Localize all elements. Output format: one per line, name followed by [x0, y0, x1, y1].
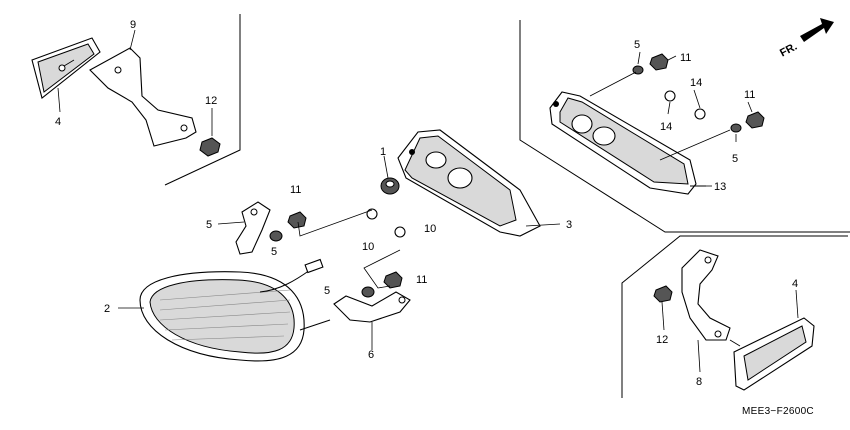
callout-10-b: 10: [424, 223, 436, 235]
grommet-1: [380, 177, 400, 195]
callout-13: 13: [714, 181, 726, 193]
panel-frames: [164, 14, 850, 398]
bracket-8-right: [681, 249, 731, 341]
leaders-top-left: [57, 29, 213, 136]
leaders-center: [118, 155, 561, 350]
callout-14-a: 14: [690, 77, 702, 89]
leaders-right: [589, 51, 753, 187]
callout-8: 8: [696, 376, 702, 388]
callout-11-c: 11: [680, 52, 691, 64]
front-arrow-icon: FR.: [778, 18, 834, 60]
callout-4-right: 4: [792, 278, 798, 290]
callout-12-left: 12: [205, 95, 217, 107]
drawing-code: MEE3−F2600C: [742, 406, 814, 417]
callout-2: 2: [104, 303, 110, 315]
bracket-9-left: [89, 47, 197, 147]
callout-1: 1: [380, 146, 386, 158]
callout-10-a: 10: [362, 241, 374, 253]
fasteners-center: [269, 208, 406, 298]
reflector-4-left: [31, 37, 101, 99]
callout-9: 9: [130, 19, 136, 31]
callout-14-b: 14: [660, 121, 672, 133]
callout-4-left: 4: [55, 116, 61, 128]
tail-light-lens-2: [139, 258, 331, 362]
leaders-bottom-right: [661, 289, 799, 373]
callout-5-c: 5: [634, 39, 640, 51]
callout-5-a: 5: [271, 246, 277, 258]
tail-light-housing-right: [549, 91, 706, 195]
callout-5-d: 5: [732, 153, 738, 165]
callout-3: 3: [566, 219, 572, 231]
front-marker-label: FR.: [778, 41, 799, 60]
tail-light-housing-3: [397, 129, 541, 237]
nut-12-right: [653, 285, 673, 303]
callout-6: 6: [368, 349, 374, 361]
bracket-7: [235, 201, 271, 255]
callout-7: 5: [206, 219, 212, 231]
callout-11-d: 11: [744, 89, 755, 101]
bracket-6: [333, 291, 411, 323]
reflector-4-right: [729, 317, 815, 391]
callout-11-b: 11: [416, 274, 427, 286]
callout-5-b: 5: [324, 285, 330, 297]
callout-11-a: 11: [290, 184, 301, 196]
callout-12-right: 12: [656, 334, 668, 346]
nut-12-left: [199, 137, 221, 157]
callout-labels: 9 4 12 1 3 11 5 5 10 10 11 5 2 6 5 11 14…: [55, 19, 798, 388]
